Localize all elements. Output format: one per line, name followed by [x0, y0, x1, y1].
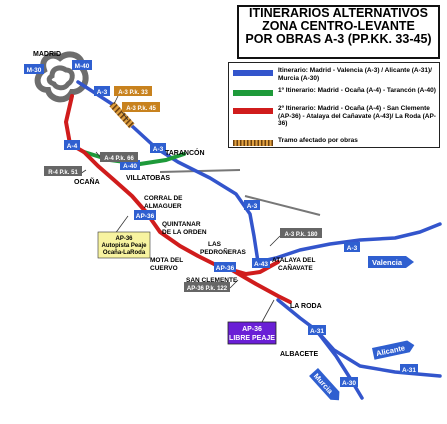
title-line-1: ITINERARIOS ALTERNATIVOS	[249, 6, 428, 20]
shield-m30-label: M-30	[27, 67, 42, 74]
label-quintanar-line2: DE LA ORDEN	[162, 229, 207, 236]
toll-note-line3: Ocaña-LaRoda	[103, 250, 146, 256]
label-pedroneras-line2: PEDROÑERAS	[200, 247, 247, 256]
shield-m40	[72, 60, 92, 70]
shield-ap36-b-label: AP-36	[216, 265, 235, 272]
road-villatobas-east	[159, 169, 241, 173]
shield-ap36-b	[214, 262, 236, 272]
shield-m30	[24, 64, 44, 74]
pk-ap36-122-label: AP-36 P.k. 122	[187, 286, 228, 292]
works-segment	[109, 101, 135, 129]
label-ocana: OCAÑA	[74, 177, 100, 186]
legend-text-route-1: 1º Itinerario: Madrid - Ocaña (A-4) - Ta…	[278, 87, 436, 94]
madrid-ring-roads	[34, 51, 89, 103]
pk-a3-180	[280, 228, 322, 238]
pk-badges: A-3 P.k. 33 A-3 P.k. 45 A-4 P.k. 66 R-4 …	[44, 86, 322, 292]
pk-r4-51-label: R-4 P.k. 51	[48, 170, 78, 176]
legend-item-route-2: 2º Itinerario: Madrid - Ocaña (A-4) - Sa…	[233, 105, 438, 128]
pk-a3-45	[122, 102, 160, 112]
shield-a3-mid	[244, 200, 260, 210]
title-line-2: ZONA CENTRO-LEVANTE	[262, 19, 415, 33]
toll-box-line2: LIBRE PEAJE	[229, 335, 275, 342]
legend-item-works: Tramo afectado por obras	[233, 137, 438, 146]
shield-a40	[120, 160, 140, 170]
road-a3-branch	[244, 195, 321, 216]
label-madrid: MADRID	[33, 51, 61, 58]
label-tarancon: TARANCÓN	[165, 148, 205, 157]
legend-item-route-1: 1º Itinerario: Madrid - Ocaña (A-4) - Ta…	[233, 87, 438, 96]
pk-a3-45-label: A-3 P.k. 45	[126, 106, 156, 112]
legend-text-route-2: 2º Itinerario: Madrid - Ocaña (A-4) - Sa…	[278, 105, 436, 127]
shield-a30-label: A-30	[342, 380, 356, 387]
secondary-roads	[159, 169, 321, 216]
pk-a4-66	[100, 152, 138, 162]
shield-a4	[64, 140, 80, 150]
toll-box-line1: AP-36	[242, 326, 262, 333]
pk-a4-66-label: A-4 P.k. 66	[104, 156, 134, 162]
shield-a43-label: A-43	[254, 261, 268, 268]
pk-a3-33-label: A-3 P.k. 33	[118, 90, 148, 96]
legend-text-a3: Itinerario: Madrid - Valencia (A-3) / Al…	[278, 67, 432, 82]
legend: Itinerario: Madrid - Valencia (A-3) / Al…	[228, 62, 440, 148]
legend-text-works: Tramo afectado por obras	[278, 137, 358, 144]
label-la-roda: LA RODA	[290, 303, 322, 310]
shield-a3-east	[344, 242, 360, 252]
shield-a3-tarancon	[150, 143, 166, 153]
shield-a31-east-label: A-31	[402, 367, 416, 374]
label-villatobas: VILLATOBAS	[126, 175, 170, 182]
legend-swatch-route-1	[233, 90, 273, 96]
route-a3-line	[76, 80, 442, 400]
pk-a3-33	[114, 86, 152, 96]
title-line-3: POR OBRAS A-3 (PP.KK. 33-45)	[245, 32, 432, 46]
toll-note-line2: Autopista Peaje	[101, 243, 147, 249]
m30-ring-road	[46, 65, 75, 91]
shield-a31	[308, 325, 326, 335]
town-labels: MADRID TARANCÓN OCAÑA VILLATOBAS CORRAL …	[33, 51, 322, 358]
label-atalaya-line1: ATALAYA DEL	[272, 257, 315, 264]
road-shields: M-30 M-40 A-3 A-4 A-3 A-40 AP-36 A-3 AP-…	[24, 60, 418, 387]
shield-a31-label: A-31	[310, 328, 324, 335]
shield-ap36	[134, 210, 156, 220]
shield-a31-east	[400, 364, 418, 374]
shield-a3-madrid-label: A-3	[97, 89, 108, 96]
toll-note: AP-36 Autopista Peaje Ocaña-LaRoda	[97, 231, 151, 259]
shield-a3-mid-label: A-3	[247, 203, 258, 210]
pk-ap36-122	[184, 282, 230, 292]
label-mota-line1: MOTA DEL	[150, 257, 183, 264]
label-atalaya-line2: CAÑAVATE	[278, 263, 313, 272]
sign-alicante: Alicante	[372, 340, 415, 360]
label-quintanar-line1: QUINTANAR	[162, 221, 201, 228]
sign-murcia: Murcia	[309, 368, 340, 401]
pk-a3-180-label: A-3 P.k. 180	[285, 232, 319, 238]
toll-box: AP-36 LIBRE PEAJE	[227, 321, 277, 345]
label-albacete: ALBACETE	[280, 351, 318, 358]
legend-swatch-a3	[233, 70, 273, 76]
sign-valencia	[368, 256, 414, 268]
toll-note-line1: AP-36	[115, 236, 133, 242]
sign-valencia-label: Valencia	[372, 258, 403, 267]
shield-a3-madrid	[94, 86, 110, 96]
shield-a3-east-label: A-3	[347, 245, 358, 252]
label-corral-line2: ALMAGUER	[144, 203, 182, 210]
map-title-box: ITINERARIOS ALTERNATIVOS ZONA CENTRO-LEV…	[237, 5, 440, 59]
legend-swatch-route-2	[233, 108, 273, 114]
shield-a3-tarancon-label: A-3	[153, 146, 164, 153]
label-san-clemente: SAN CLEMENTE	[186, 277, 238, 284]
shield-a40-label: A-40	[123, 163, 137, 170]
shield-a4-label: A-4	[67, 143, 78, 150]
pk-r4-51	[44, 166, 82, 176]
legend-swatch-works	[233, 140, 273, 146]
m40-ring-road	[34, 51, 89, 103]
label-corral-line1: CORRAL DE	[144, 195, 183, 202]
shield-m40-label: M-40	[75, 63, 90, 70]
legend-item-a3: Itinerario: Madrid - Valencia (A-3) / Al…	[233, 67, 438, 82]
shield-a43	[252, 258, 270, 268]
label-mota-line2: CUERVO	[150, 265, 178, 272]
shield-a30	[340, 377, 358, 387]
label-pedroneras-line1: LAS	[208, 241, 222, 248]
shield-ap36-label: AP-36	[136, 213, 155, 220]
